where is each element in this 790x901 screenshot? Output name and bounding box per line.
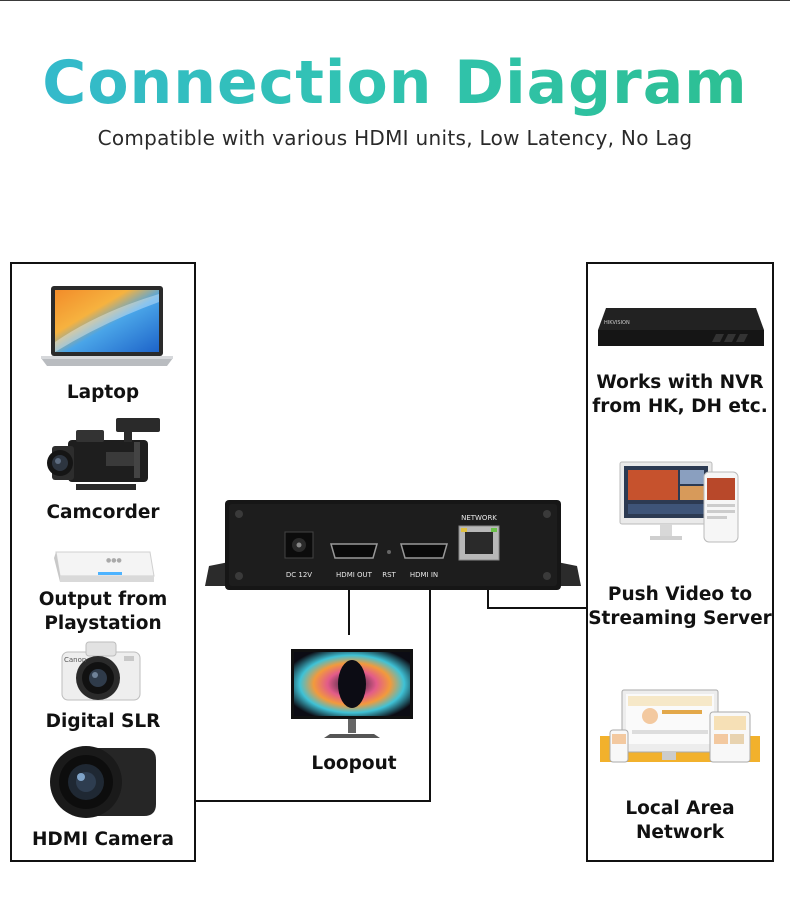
playstation-label-line2: Playstation: [44, 613, 162, 634]
output-destinations-panel: HIKVISION Works with NVR from HK, DH etc…: [586, 262, 774, 862]
nvr-label-line1: Works with NVR: [596, 372, 764, 393]
svg-text:Canon: Canon: [64, 656, 86, 664]
streaming-label-line1: Push Video to: [607, 584, 753, 605]
top-border-line: [0, 0, 790, 1]
svg-text:HIKVISION: HIKVISION: [604, 320, 630, 326]
camcorder-label: Camcorder: [46, 502, 160, 523]
streaming-label-line2: Streaming Server: [588, 608, 772, 629]
laptop-label: Laptop: [66, 382, 140, 403]
dc-port-label: DC 12V: [286, 571, 312, 579]
loopout-label: Loopout: [311, 753, 397, 774]
input-sources-panel: Laptop Camcorder ●●● Output from Playsta…: [10, 262, 196, 862]
lan-screens-icon: [600, 689, 760, 763]
connector-hdmi-out-vertical: [348, 590, 350, 635]
hdmi-encoder-device: DC 12V HDMI OUT RST HDMI IN NETWORK: [205, 500, 581, 590]
streaming-screens-icon: [619, 461, 739, 543]
hdmi-in-port-label: HDMI IN: [410, 571, 438, 579]
camcorder-icon: [47, 418, 160, 490]
page-title: Connection Diagram: [0, 48, 790, 118]
dslr-camera-icon: Canon: [61, 641, 141, 701]
playstation-icon: ●●●: [54, 551, 155, 582]
nvr-label-line2: from HK, DH etc.: [592, 396, 768, 417]
connector-hdmi-in-horizontal: [196, 800, 431, 802]
page-subtitle: Compatible with various HDMI units, Low …: [97, 126, 693, 150]
svg-text:●●●: ●●●: [106, 557, 122, 564]
playstation-label-line1: Output from: [38, 589, 168, 610]
connector-network-horizontal: [487, 607, 587, 609]
monitor-icon: [291, 649, 413, 738]
network-port-label: NETWORK: [461, 514, 497, 522]
connector-network-vertical: [487, 590, 489, 609]
lan-label: Local Area Network: [625, 798, 735, 843]
hdmi-camera-icon: [50, 746, 156, 818]
hdmi-out-port-label: HDMI OUT: [336, 571, 373, 579]
nvr-icon: HIKVISION: [598, 308, 764, 346]
rst-button-label: RST: [382, 571, 396, 579]
laptop-icon: [41, 286, 173, 366]
dslr-label: Digital SLR: [45, 711, 161, 732]
hdmi-camera-label: HDMI Camera: [31, 829, 175, 850]
connector-hdmi-in-vertical: [429, 590, 431, 802]
